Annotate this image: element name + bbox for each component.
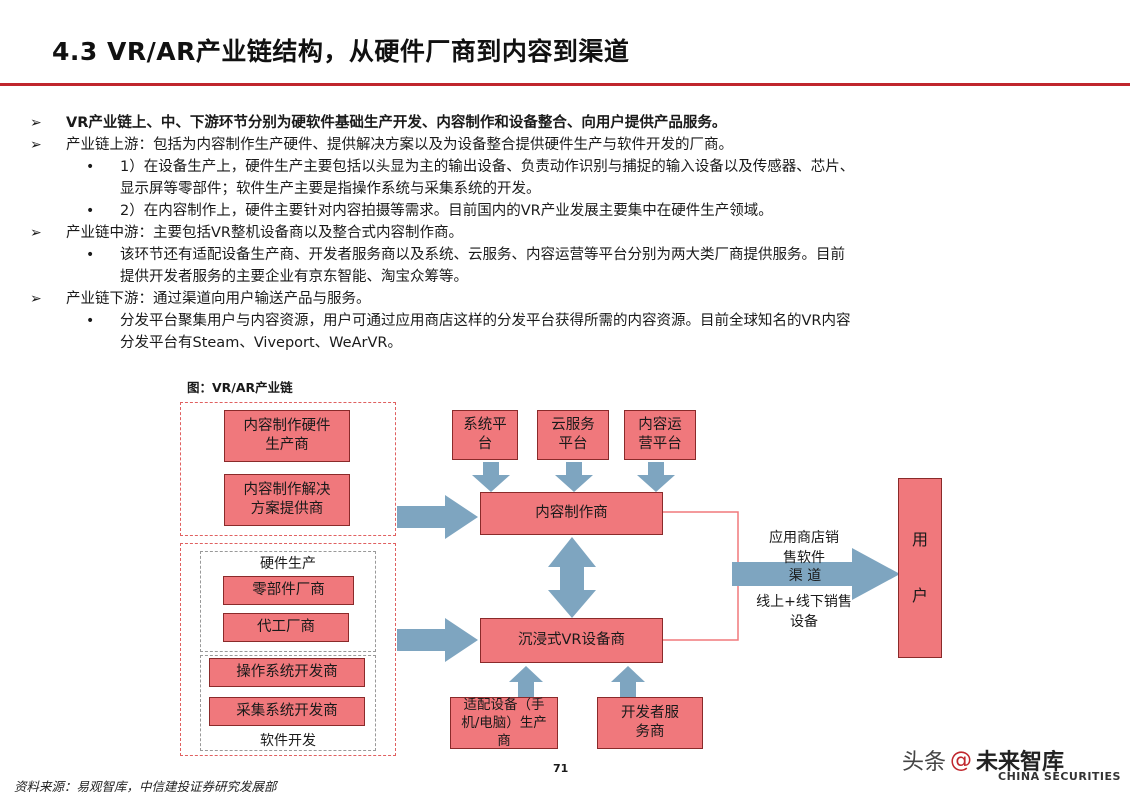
bullet-overview: ➢VR产业链上、中、下游环节分别为硬软件基础生产开发、内容制作和设备整合、向用户…: [30, 112, 1115, 134]
box-capture-developer: 采集系统开发商: [209, 697, 365, 726]
connector-device-icon: [663, 586, 739, 641]
channel-label: 渠 道: [788, 568, 822, 584]
box-oem-maker: 代工厂商: [223, 613, 349, 642]
arrow-dev-up-icon: [611, 666, 645, 697]
bullet-dot-icon: •: [86, 159, 95, 175]
bullet-upstream: ➢产业链上游：包括为内容制作生产硬件、提供解决方案以及为设备整合提供硬件生产与软…: [30, 134, 1115, 156]
watermark-subtitle: CHINA SECURITIES: [998, 770, 1121, 783]
box-ops-platform: 内容运营平台: [624, 410, 696, 460]
watermark-prefix: 头条: [902, 750, 947, 775]
sub-bullet-services-cont: 提供开发者服务的主要企业有京东智能、淘宝众筹等。: [120, 269, 468, 285]
box-user: 用户: [898, 478, 942, 658]
bullet-downstream: ➢产业链下游：通过渠道向用户输送产品与服务。: [30, 288, 1115, 310]
sub-bullet-device: •1）在设备生产上，硬件生产主要包括以头显为主的输出设备、负责动作识别与捕捉的输…: [30, 156, 1115, 178]
box-parts-maker: 零部件厂商: [223, 576, 354, 605]
hardware-subgroup: [200, 551, 376, 652]
title-divider: [0, 83, 1130, 86]
box-system-platform: 系统平台: [452, 410, 518, 460]
sub-bullet-content: •2）在内容制作上，硬件主要针对内容拍摄等需求。目前国内的VR产业发展主要集中在…: [30, 200, 1115, 222]
box-content-solution: 内容制作解决方案提供商: [224, 474, 350, 526]
box-content-hardware: 内容制作硬件生产商: [224, 410, 350, 462]
arrow-upstream-content-icon: [397, 495, 478, 539]
arrow-upstream-device-icon: [397, 618, 478, 662]
watermark: 头条 @ 未来智库: [902, 744, 1064, 776]
sub-bullet-services: •该环节还有适配设备生产商、开发者服务商以及系统、云服务、内容运营等平台分别为两…: [30, 244, 1115, 266]
upstream-device-group: [180, 543, 396, 756]
page-title: 4.3 VR/AR产业链结构，从硬件厂商到内容到渠道: [52, 37, 630, 66]
sub-bullet-distribution: •分发平台聚集用户与内容资源，用户可通过应用商店这样的分发平台获得所需的内容资源…: [30, 310, 1115, 332]
bullet-arrow-icon: ➢: [30, 291, 42, 307]
hardware-group-label: 硬件生产: [260, 556, 316, 572]
page-number: 71: [553, 762, 569, 775]
bullet-dot-icon: •: [86, 247, 95, 263]
source-note: 资料来源：易观智库，中信建投证券研究发展部: [14, 779, 277, 794]
figure-caption: 图：VR/AR产业链: [187, 380, 293, 395]
bullet-arrow-icon: ➢: [30, 225, 42, 241]
arrow-bidirectional-icon: [548, 537, 596, 618]
bullet-dot-icon: •: [86, 203, 95, 219]
connector-content-icon: [663, 511, 739, 562]
channel-software-label: 应用商店销售软件: [769, 530, 839, 566]
channel-device-label: 线上+线下销售设备: [756, 594, 852, 630]
software-subgroup: [200, 655, 376, 751]
box-os-developer: 操作系统开发商: [209, 658, 365, 687]
sub-bullet-device-cont: 显示屏等零部件；软件生产主要是指操作系统与采集系统的开发。: [120, 181, 541, 197]
bullet-arrow-icon: ➢: [30, 137, 42, 153]
bullet-list: ➢VR产业链上、中、下游环节分别为硬软件基础生产开发、内容制作和设备整合、向用户…: [30, 112, 1115, 354]
box-adapt-device: 适配设备（手机/电脑）生产商: [450, 697, 558, 749]
software-group-label: 软件开发: [260, 733, 316, 749]
box-vr-device-maker: 沉浸式VR设备商: [480, 618, 663, 663]
box-cloud-platform: 云服务平台: [537, 410, 609, 460]
arrow-ops-down-icon: [637, 462, 675, 492]
box-dev-service: 开发者服务商: [597, 697, 703, 749]
sub-bullet-distribution-cont: 分发平台有Steam、Viveport、WeArVR。: [120, 335, 402, 351]
upstream-content-group: [180, 402, 396, 536]
box-content-maker: 内容制作商: [480, 492, 663, 535]
arrow-cloud-down-icon: [555, 462, 593, 492]
arrow-system-down-icon: [472, 462, 510, 492]
watermark-name: 未来智库: [976, 750, 1065, 775]
bullet-dot-icon: •: [86, 313, 95, 329]
bullet-arrow-icon: ➢: [30, 115, 42, 131]
bullet-midstream: ➢产业链中游：主要包括VR整机设备商以及整合式内容制作商。: [30, 222, 1115, 244]
watermark-at-icon: @: [950, 747, 973, 773]
arrow-adapt-up-icon: [509, 666, 543, 697]
